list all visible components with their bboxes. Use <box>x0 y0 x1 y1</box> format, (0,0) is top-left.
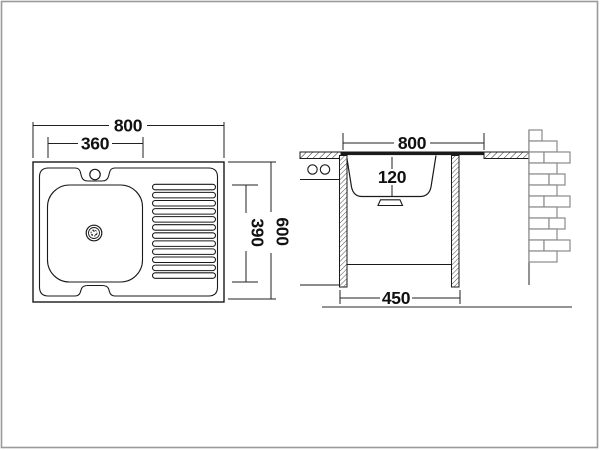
countertop-left <box>299 151 342 159</box>
dim-plan-bowl-depth: 390 <box>232 184 268 283</box>
dim-section-base-width: 450 <box>339 288 461 308</box>
cabinet-wall-left <box>339 155 348 288</box>
dim-label-120: 120 <box>378 167 407 187</box>
sink-rim-section <box>341 151 484 156</box>
dim-label-600: 600 <box>273 217 293 246</box>
dim-plan-overall-width: 800 <box>32 116 225 158</box>
sink-bowl-plan <box>46 184 144 283</box>
dim-label-800-plan: 800 <box>114 116 143 136</box>
countertop-right <box>483 151 530 159</box>
section-dimensions: 800 120 450 <box>339 133 485 308</box>
plan-dimensions: 800 360 600 390 <box>32 116 293 300</box>
faucet-hole-icon <box>89 168 101 181</box>
dim-label-450: 450 <box>382 288 411 308</box>
dim-section-bowl-height: 120 <box>378 157 407 196</box>
drainboard-ribs <box>151 183 217 279</box>
mounting-hole-icon <box>307 164 318 175</box>
drain-fitting-section <box>377 199 404 207</box>
dim-label-390: 390 <box>248 218 268 247</box>
dim-section-overall-width: 800 <box>342 133 485 153</box>
cabinet-wall-right <box>451 155 460 288</box>
dim-plan-overall-depth: 600 <box>228 161 293 300</box>
dim-label-360: 360 <box>81 134 110 154</box>
mounting-hole-icon <box>319 164 331 175</box>
sink-top-view <box>32 161 225 303</box>
sink-bowl-section <box>345 155 437 198</box>
dim-plan-bowl-width: 360 <box>47 134 144 158</box>
sink-inner-rim <box>38 167 219 297</box>
drain-icon <box>85 224 103 242</box>
brick-wall <box>528 129 571 285</box>
dim-label-800-section: 800 <box>398 133 427 153</box>
sink-outer-edge <box>32 161 225 303</box>
sink-section-view <box>299 129 572 308</box>
